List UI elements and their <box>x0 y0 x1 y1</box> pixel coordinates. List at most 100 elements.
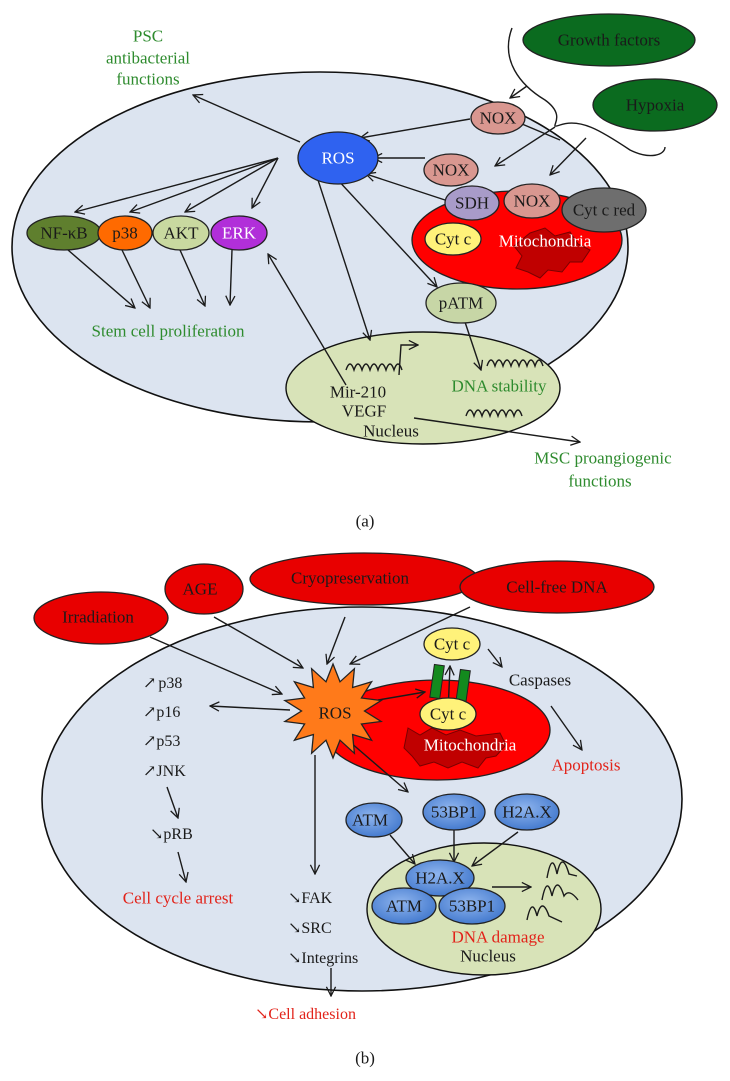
psc-label-line2: antibacterial <box>106 49 190 68</box>
nox-mito-node: NOX <box>503 183 561 219</box>
akt-label: AKT <box>164 224 200 243</box>
vegf-label: VEGF <box>342 402 386 421</box>
mitochondria-cristae-b <box>403 727 507 769</box>
cyt-c-node-a: Cyt c <box>424 222 482 256</box>
ros-label-b: ROS <box>318 704 351 723</box>
cyt-c-out-label: Cyt c <box>434 635 471 654</box>
atm-in-label: ATM <box>386 897 422 916</box>
adhesion-marker-item: ↘SRC <box>288 920 332 937</box>
adhesion-marker-item: ↘FAK <box>288 890 333 907</box>
marker-item: ↗p53 <box>143 733 180 750</box>
dna-damage-label: DNA damage <box>451 928 544 947</box>
msc-label-line2: functions <box>568 472 631 491</box>
up-markers-list: ↗p38 ↗p16 ↗p53 ↗JNK ↘pRB <box>143 675 193 843</box>
dna-strand-2 <box>465 409 523 419</box>
h2ax-out-label: H2A.X <box>502 803 552 822</box>
arrows-b <box>149 606 582 996</box>
dna-break-2 <box>541 884 579 901</box>
cyt-c-out-node: Cyt c <box>423 627 481 661</box>
ros-node-b: ROS <box>283 662 383 760</box>
growth-factors-label: Growth factors <box>558 31 660 50</box>
irradiation-node: Irradiation <box>33 591 169 645</box>
ros-label-a: ROS <box>321 149 354 168</box>
age-node: AGE <box>164 563 244 615</box>
irradiation-label: Irradiation <box>62 608 134 627</box>
mitochondria-label-a: Mitochondria <box>499 232 592 251</box>
panel-b: Irradiation AGE Cryopreservation Cell-fr… <box>33 552 683 1068</box>
cyt-c-red-label: Cyt c red <box>573 201 636 220</box>
cryopreservation-label: Cryopreservation <box>291 569 410 588</box>
marker-item-prb: ↘pRB <box>150 826 193 843</box>
nox-mid-label: NOX <box>433 161 470 180</box>
bp1-in-label: 53BP1 <box>449 897 495 916</box>
msc-label-line1: MSC proangiogenic <box>534 449 672 468</box>
caption-b: (b) <box>355 1049 375 1068</box>
sdh-node: SDH <box>444 185 500 221</box>
dna-break-3 <box>526 905 563 923</box>
dna-strand-1 <box>486 359 544 369</box>
mito-pore-left <box>429 663 445 700</box>
adhesion-marker-item: ↘Integrins <box>288 950 358 967</box>
panel-a: Growth factors Hypoxia <box>11 13 718 531</box>
cyt-c-red-node: Cyt c red <box>561 187 647 233</box>
nox-mid-node: NOX <box>423 153 479 187</box>
ros-node-a: ROS <box>297 131 379 185</box>
h2ax-in-label: H2A.X <box>415 869 465 888</box>
marker-item: ↗p16 <box>143 704 180 721</box>
cyt-c-in-label: Cyt c <box>430 705 467 724</box>
adhesion-markers-list: ↘FAK ↘SRC ↘Integrins <box>288 890 358 967</box>
marker-item: ↗JNK <box>143 763 186 780</box>
nox-mito-label: NOX <box>514 192 551 211</box>
caption-a: (a) <box>356 512 375 531</box>
nox-top-node: NOX <box>470 101 526 135</box>
patm-label: pATM <box>439 294 483 313</box>
atm-out-label: ATM <box>352 811 388 830</box>
cell-adhesion-label: ↘Cell adhesion <box>255 1006 356 1023</box>
hypoxia-label: Hypoxia <box>626 96 685 115</box>
patm-node: pATM <box>425 282 497 324</box>
akt-node: AKT <box>152 215 210 251</box>
mitochondria-label-b: Mitochondria <box>424 736 517 755</box>
hypoxia-node: Hypoxia <box>592 78 718 132</box>
mitochondria-cristae <box>513 227 591 279</box>
atm-in-node: ATM <box>371 887 437 925</box>
dna-strand-gene <box>345 363 403 373</box>
arrows-a <box>67 85 587 442</box>
erk-label: ERK <box>222 224 257 243</box>
broken-dna-strands <box>526 861 579 923</box>
p38-label: p38 <box>112 224 138 243</box>
cell-free-dna-node: Cell-free DNA <box>459 560 655 614</box>
age-label: AGE <box>183 580 218 599</box>
nucleus-label-a: Nucleus <box>363 422 419 441</box>
stem-cell-proliferation-label: Stem cell proliferation <box>92 322 245 341</box>
nox-top-label: NOX <box>480 109 517 128</box>
bp1-out-label: 53BP1 <box>431 803 477 822</box>
marker-item: ↗p38 <box>143 675 182 692</box>
apoptosis-label: Apoptosis <box>552 756 621 775</box>
sdh-label: SDH <box>455 194 489 213</box>
dna-strands-a <box>345 359 544 419</box>
psc-label-line1: PSC <box>133 27 163 46</box>
bp1-in-node: 53BP1 <box>438 887 506 925</box>
cell-cycle-arrest-label: Cell cycle arrest <box>123 889 234 908</box>
atm-out-node: ATM <box>345 802 403 838</box>
cyt-c-in-node: Cyt c <box>419 697 477 731</box>
nfkb-label: NF-κB <box>40 224 87 243</box>
cell-free-dna-label: Cell-free DNA <box>506 578 608 597</box>
nfkb-node: NF-κB <box>26 215 102 251</box>
dna-stability-label: DNA stability <box>452 377 547 396</box>
h2ax-out-node: H2A.X <box>494 793 560 831</box>
dna-break-1 <box>546 861 578 879</box>
membrane-curve <box>507 27 666 157</box>
psc-label-line3: functions <box>116 70 179 89</box>
mir210-label: Mir-210 <box>330 383 386 402</box>
cryopreservation-node: Cryopreservation <box>249 552 479 606</box>
bp1-out-node: 53BP1 <box>422 793 486 831</box>
h2ax-in-node: H2A.X <box>405 859 475 897</box>
nucleus-label-b: Nucleus <box>460 947 516 966</box>
growth-factors-node: Growth factors <box>522 13 696 67</box>
caspases-label: Caspases <box>509 671 571 690</box>
p38-node: p38 <box>97 215 153 251</box>
erk-node: ERK <box>210 215 268 251</box>
